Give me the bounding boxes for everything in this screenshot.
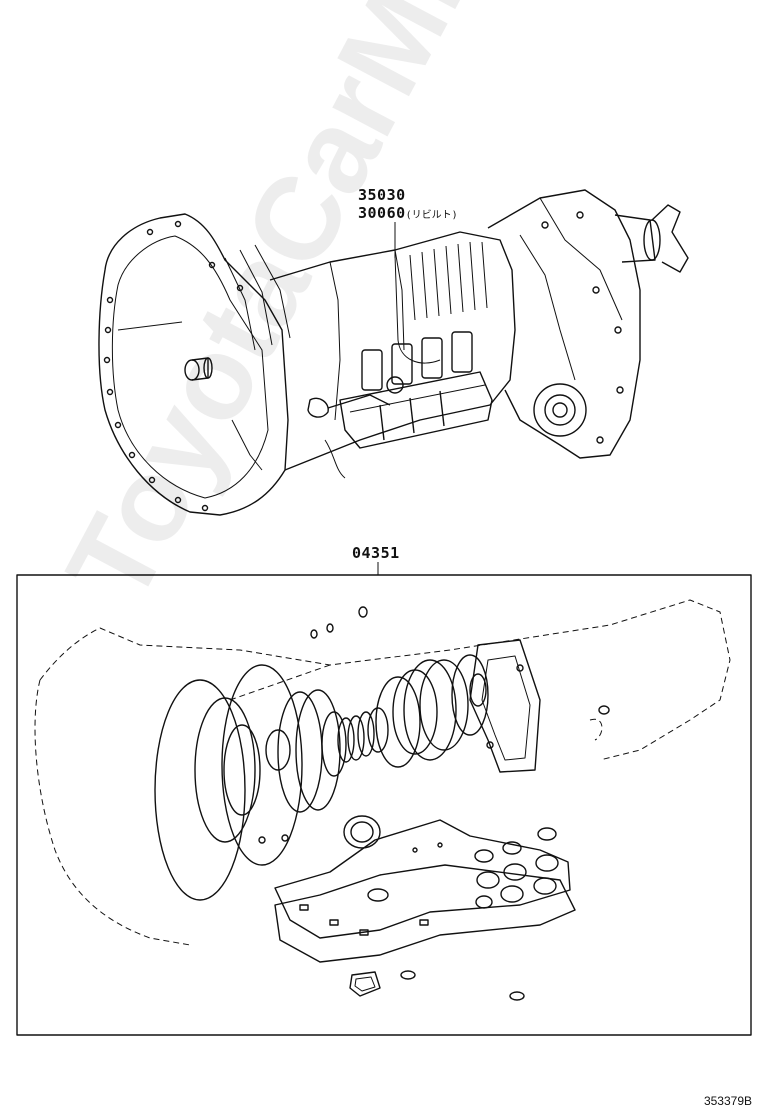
clutch-plates <box>154 606 610 901</box>
ghost-transmission-outline <box>34 599 731 946</box>
part-number-label-04351: 04351 <box>352 544 400 562</box>
overhaul-kit-box <box>16 562 752 1036</box>
part-number-label-35030: 35030 <box>358 186 406 204</box>
part-number-label-30060: 30060(リビルト) <box>358 204 458 222</box>
part-number-30060: 30060 <box>358 204 406 222</box>
rebuilt-note: (リビルト) <box>405 210 458 221</box>
transmission-assembly <box>98 189 689 516</box>
valve-body-gaskets <box>258 815 576 1001</box>
diagram-code: 353379B <box>703 1094 752 1108</box>
